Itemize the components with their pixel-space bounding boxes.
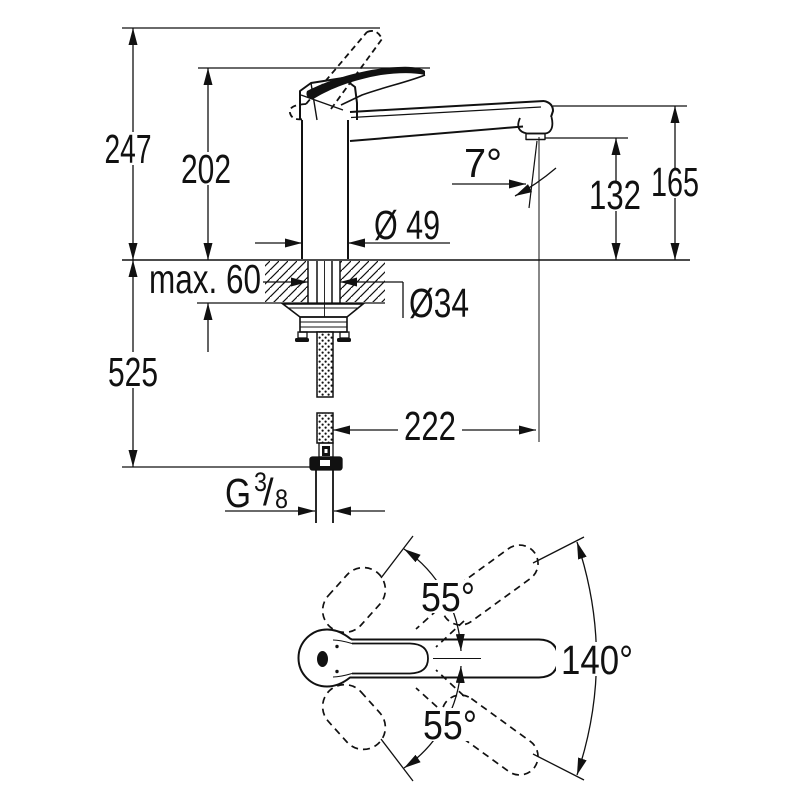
label-shank-diameter: Ø34 [409, 280, 469, 326]
hose-upper-segment [316, 331, 334, 398]
counter-hatch-left [265, 261, 308, 302]
thread-numerator: 3 [254, 467, 267, 497]
lever-top-outline [352, 642, 429, 675]
label-spout-height: 165 [651, 159, 699, 205]
thread-slash: / [263, 472, 274, 514]
lever-handle [306, 66, 425, 99]
handle-logo-dot [317, 651, 328, 667]
mounting-bolt-left [297, 331, 308, 339]
dimension-labels: 247 202 7° 132 165 Ø 49 max. 60 Ø34 525 … [105, 126, 700, 748]
spout [349, 100, 545, 113]
mounting-shank [307, 261, 341, 317]
hose-lower-segment [316, 412, 334, 444]
handle-rotated-down [321, 683, 387, 751]
label-max-mounting-thickness: max. 60 [149, 256, 261, 302]
label-swivel-upper: 55° [421, 574, 475, 620]
label-hose-length: 525 [108, 349, 158, 395]
thread-denominator: 8 [275, 484, 288, 514]
aerator [517, 116, 554, 135]
handle-rotated-up [321, 566, 387, 634]
label-spout-reach: 222 [404, 403, 456, 449]
mounting-section [265, 261, 385, 342]
mounting-bolt-right [339, 331, 350, 339]
label-base-diameter: Ø 49 [374, 202, 440, 248]
label-body-height: 202 [181, 146, 231, 192]
label-outlet-height: 132 [589, 172, 641, 218]
label-spray-angle: 7° [464, 140, 502, 186]
lever-raised-position [288, 30, 383, 121]
mounting-flange [280, 303, 366, 318]
water-stream-line [528, 140, 538, 209]
supply-hose [309, 331, 343, 523]
label-swivel-total: 140° [561, 637, 633, 683]
counter-hatch-right [340, 261, 385, 302]
thread-letter: G [225, 470, 251, 516]
label-swivel-lower: 55° [423, 702, 477, 748]
faucet-side [288, 30, 554, 259]
extension-lines [122, 27, 690, 468]
mounting-nut [299, 316, 348, 333]
label-backgrounds [103, 132, 703, 741]
label-overall-height: 247 [105, 126, 152, 172]
label-thread-size: G 3 / 8 [225, 467, 288, 516]
